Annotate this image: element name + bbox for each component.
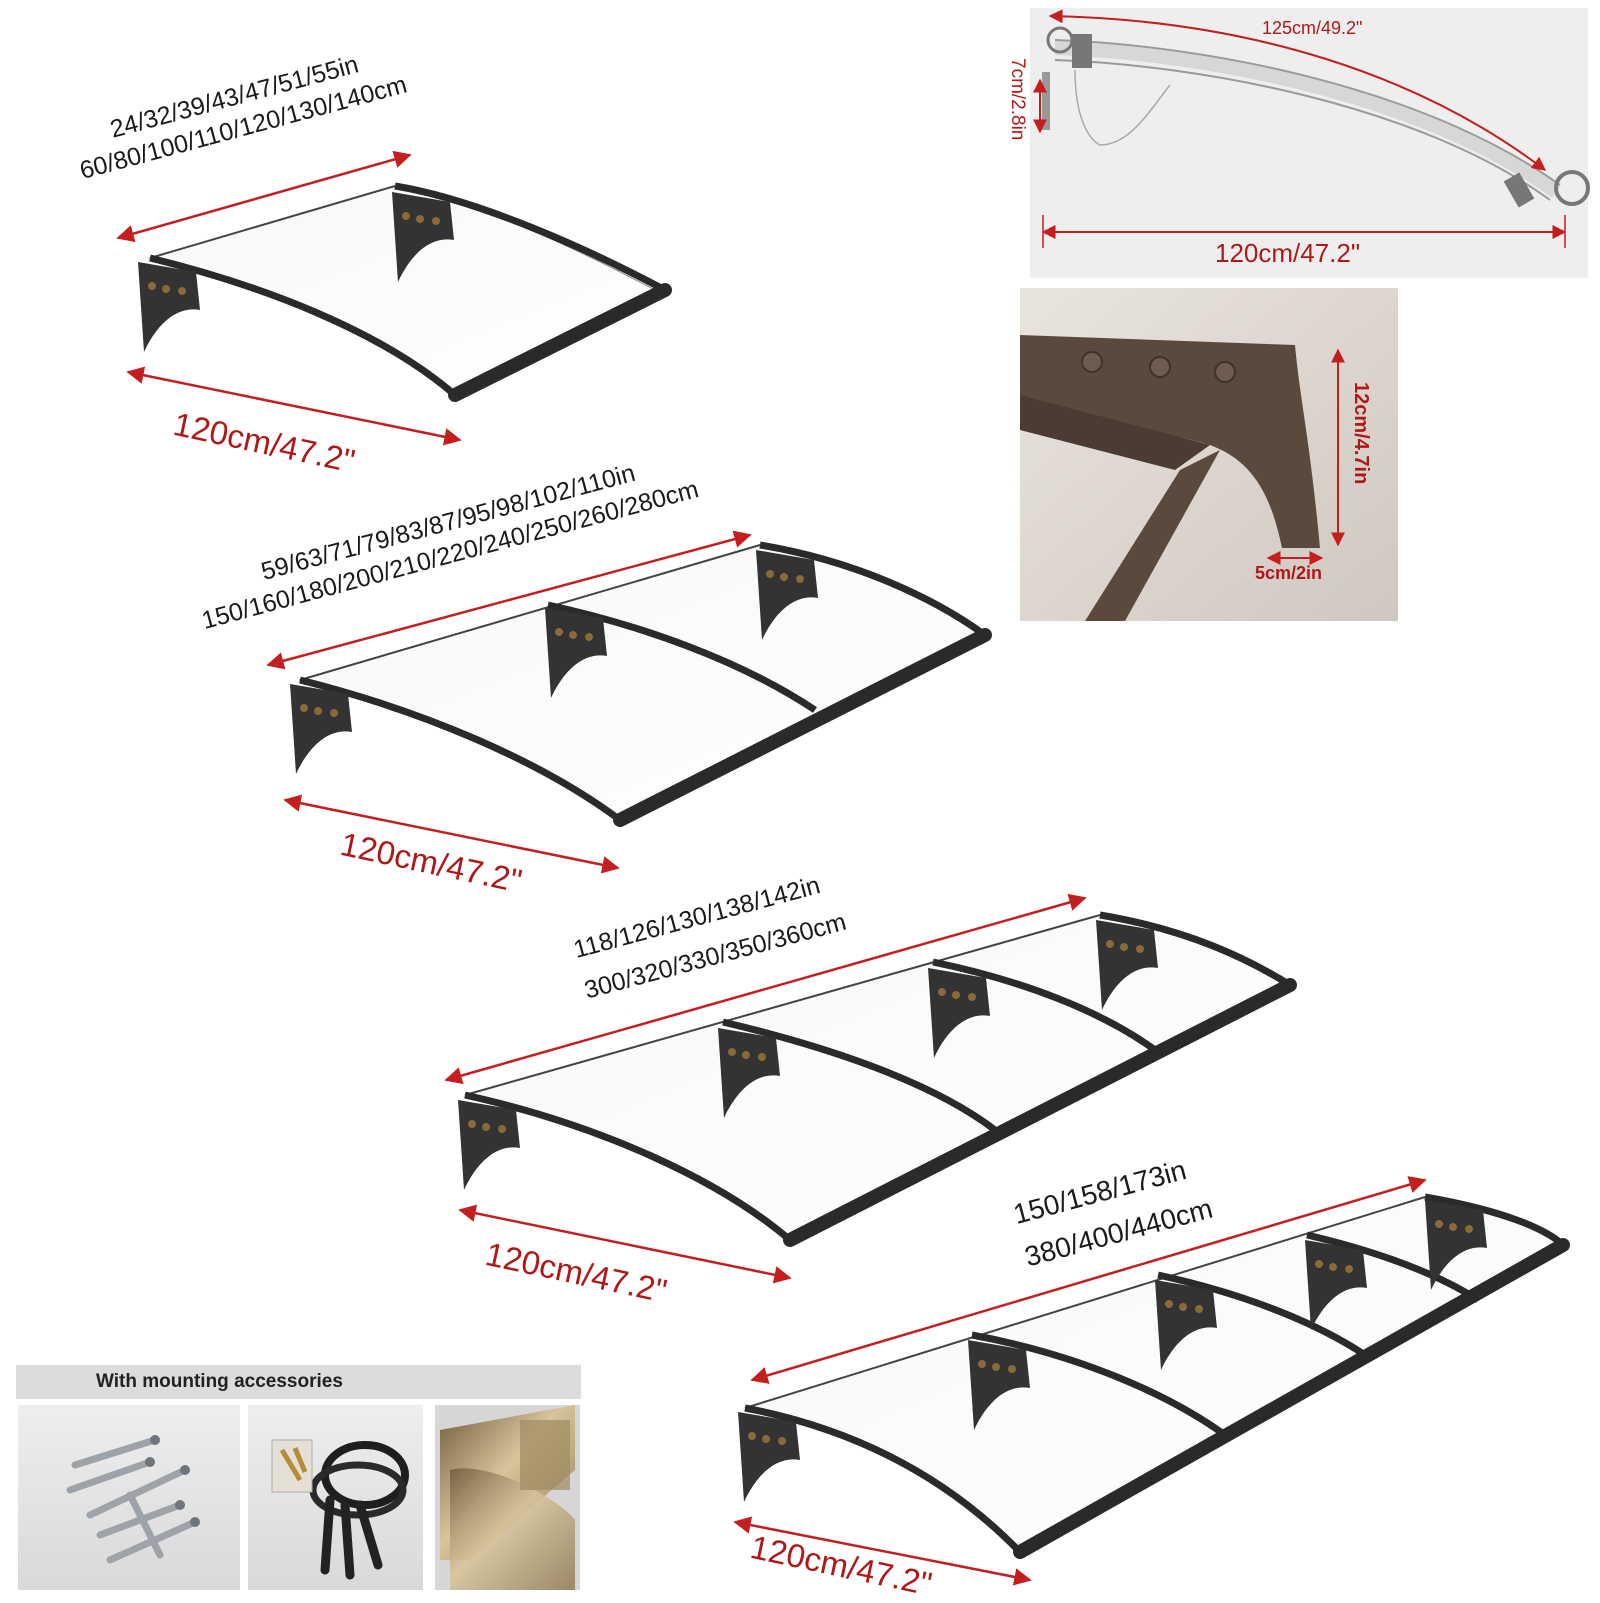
accessories-title: With mounting accessories — [16, 1365, 581, 1399]
bracket-width-label: 5cm/2in — [1255, 563, 1323, 583]
canopy-2-drawing — [266, 530, 992, 874]
canopy-1-drawing — [116, 150, 672, 446]
profile-depth-label: 120cm/47.2" — [1215, 238, 1361, 268]
profile-diagram — [1030, 8, 1590, 278]
profile-height-label: 7cm/2.8in — [1007, 58, 1028, 141]
bracket-detail-photo — [1020, 288, 1398, 621]
accessory-photo-bolts — [18, 1405, 240, 1590]
accessory-photo-profile — [435, 1405, 580, 1590]
accessory-photo-fixings — [248, 1405, 423, 1590]
bracket-height-label: 12cm/4.7in — [1350, 382, 1372, 485]
canopy-4-drawing — [733, 1176, 1570, 1586]
profile-arc-length-label: 125cm/49.2" — [1262, 18, 1363, 38]
